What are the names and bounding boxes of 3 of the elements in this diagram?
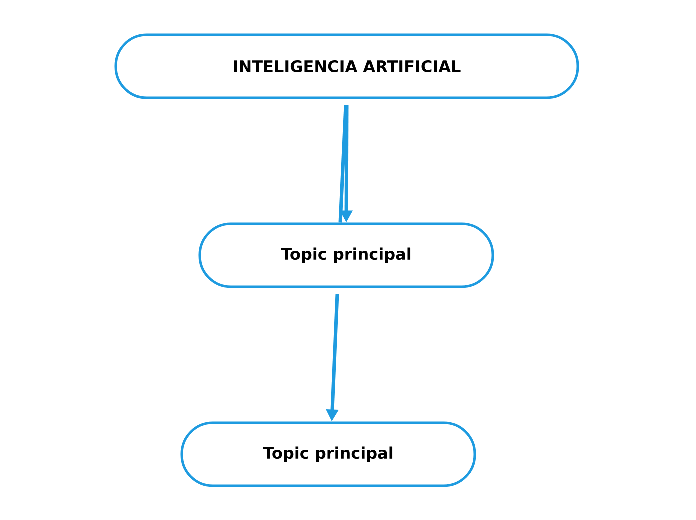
topic-box: INTELIGENCIA ARTIFICIAL — [114, 34, 580, 100]
topic-box: Topic principal — [198, 222, 494, 288]
topic-box: Topic principal — [180, 422, 476, 488]
